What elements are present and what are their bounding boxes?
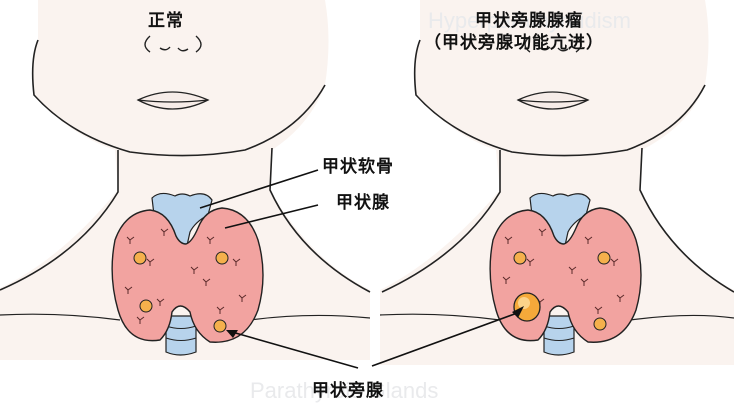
right-parathyroid-glands — [513, 251, 611, 331]
adenoma-panel — [379, 0, 734, 365]
label-parathyroid: 甲状旁腺 — [312, 381, 384, 401]
watermark-top: Hyperparathyroidism — [428, 8, 631, 33]
right-jaw — [413, 39, 706, 157]
thyroid-leader — [224, 204, 319, 229]
left-mouth — [136, 91, 210, 110]
left-parathyroid-glands — [133, 251, 229, 333]
label-hyperparathyroidism: （甲状旁腺功能亢进） — [424, 33, 604, 53]
cartilage-leader — [199, 169, 319, 209]
left-jaw — [31, 39, 326, 157]
right-collar — [379, 313, 734, 321]
left-collar — [0, 313, 371, 321]
leader-lines — [199, 169, 521, 369]
right-neck-left — [381, 150, 501, 293]
right-mouth — [516, 91, 590, 110]
left-neck-left — [0, 150, 119, 291]
right-face — [380, 0, 734, 365]
normal-panel — [0, 0, 371, 360]
parathyroid-leader-left — [231, 331, 359, 369]
label-normal: 正常 — [148, 11, 184, 31]
left-neck-right — [269, 147, 371, 293]
left-face — [0, 0, 370, 360]
left-trachea — [165, 315, 197, 356]
parathyroid-leader-right — [371, 311, 521, 367]
right-neck-right — [639, 147, 734, 293]
leader-arrowheads — [226, 306, 524, 338]
label-thyroid: 甲状腺 — [336, 193, 390, 213]
right-trachea — [543, 315, 575, 356]
right-nose — [524, 35, 582, 53]
watermark-bottom: Parathyroid Glands — [250, 378, 439, 403]
label-adenoma: 甲状旁腺腺瘤 — [475, 11, 583, 31]
left-nose — [144, 35, 202, 53]
label-thyroid-cartilage: 甲状软骨 — [322, 157, 394, 177]
